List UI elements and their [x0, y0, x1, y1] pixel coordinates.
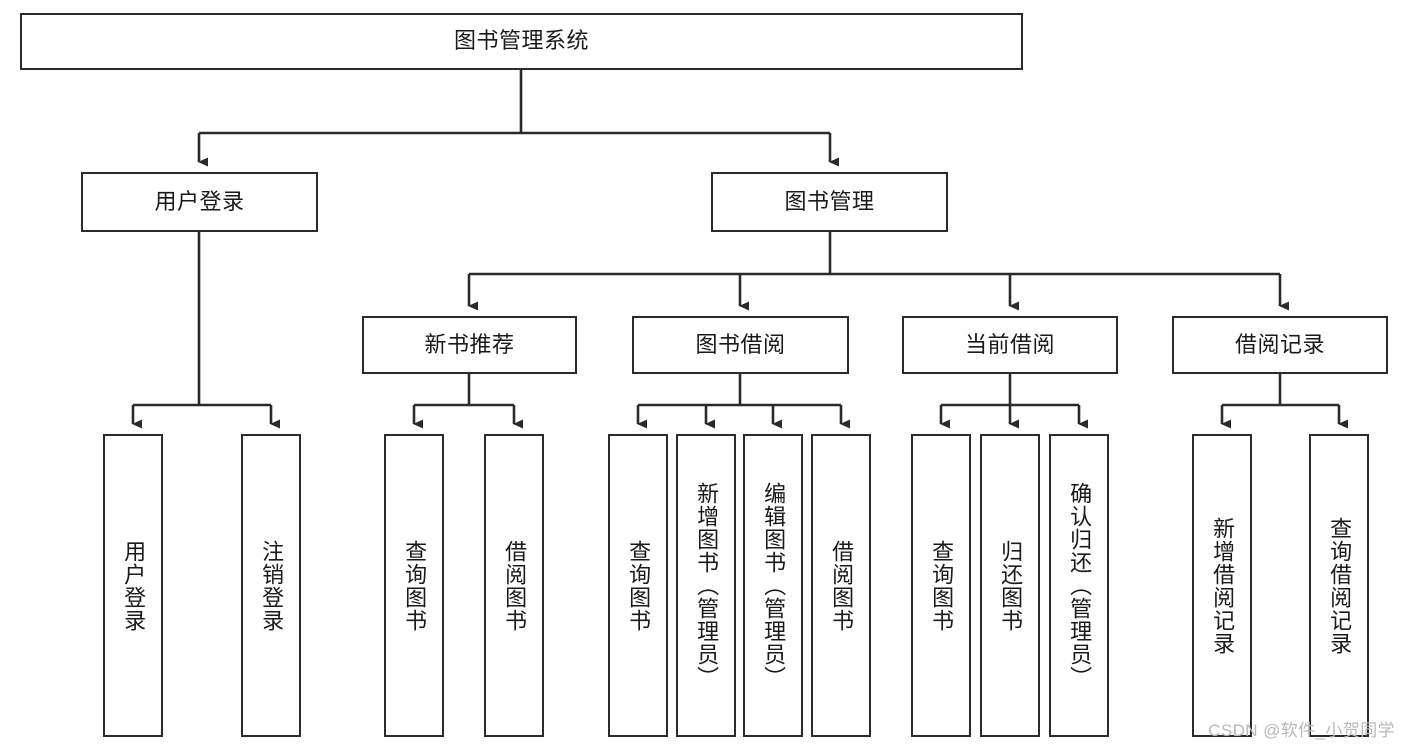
edges-newbook-to-leaves [412, 374, 523, 429]
edges-records-to-leaves [1220, 374, 1348, 429]
node-label: 查询借阅记录 [1327, 516, 1353, 655]
node-label: 编辑图书（管理员） [761, 482, 787, 689]
node-root-book-management-system[interactable]: 图书管理系统 [20, 13, 1023, 70]
node-label: 用户登录 [154, 188, 245, 214]
leaf-query-books-borrow[interactable]: 查询图书 [608, 434, 668, 737]
node-user-login[interactable]: 用户登录 [81, 172, 318, 232]
leaf-confirm-return-admin[interactable]: 确认归还（管理员） [1049, 434, 1109, 737]
node-book-borrowing[interactable]: 图书借阅 [632, 316, 849, 374]
node-label: 图书管理系统 [453, 28, 589, 54]
node-label: 查询图书 [929, 539, 955, 632]
leaf-query-books-newbook[interactable]: 查询图书 [384, 434, 444, 737]
leaf-query-borrow-record[interactable]: 查询借阅记录 [1309, 434, 1369, 737]
node-borrowing-records[interactable]: 借阅记录 [1172, 316, 1388, 374]
leaf-user-login[interactable]: 用户登录 [103, 434, 163, 737]
node-label: 归还图书 [998, 539, 1024, 632]
leaf-return-books[interactable]: 归还图书 [980, 434, 1040, 737]
node-label: 确认归还（管理员） [1067, 482, 1093, 689]
leaf-logout[interactable]: 注销登录 [241, 434, 301, 737]
edges-borrow-to-leaves [636, 374, 850, 429]
leaf-edit-book-admin[interactable]: 编辑图书（管理员） [743, 434, 803, 737]
leaf-add-book-admin[interactable]: 新增图书（管理员） [676, 434, 736, 737]
leaf-borrow-books[interactable]: 借阅图书 [811, 434, 871, 737]
node-label: 新书推荐 [424, 331, 515, 357]
edges-root-to-level2 [197, 70, 839, 167]
node-label: 查询图书 [626, 539, 652, 632]
node-label: 用户登录 [121, 539, 147, 632]
node-label: 注销登录 [259, 539, 285, 632]
node-label: 图书借阅 [695, 331, 786, 357]
node-label: 借阅图书 [502, 539, 528, 632]
leaf-query-books-current[interactable]: 查询图书 [911, 434, 971, 737]
node-new-book-recommendation[interactable]: 新书推荐 [362, 316, 577, 374]
leaf-add-borrow-record[interactable]: 新增借阅记录 [1192, 434, 1252, 737]
node-label: 新增借阅记录 [1210, 516, 1236, 655]
edges-userlogin-to-leaves [131, 232, 280, 429]
node-label: 图书管理 [784, 188, 875, 214]
node-label: 当前借阅 [964, 331, 1055, 357]
node-label: 新增图书（管理员） [694, 482, 720, 689]
node-current-borrowing[interactable]: 当前借阅 [902, 316, 1118, 374]
node-label: 借阅记录 [1234, 331, 1325, 357]
leaf-borrow-books-newbook[interactable]: 借阅图书 [484, 434, 544, 737]
edges-bookmgmt-to-level3 [467, 232, 1289, 311]
node-label: 借阅图书 [829, 539, 855, 632]
edges-current-to-leaves [939, 374, 1088, 429]
node-book-management[interactable]: 图书管理 [711, 172, 948, 232]
node-label: 查询图书 [402, 539, 428, 632]
